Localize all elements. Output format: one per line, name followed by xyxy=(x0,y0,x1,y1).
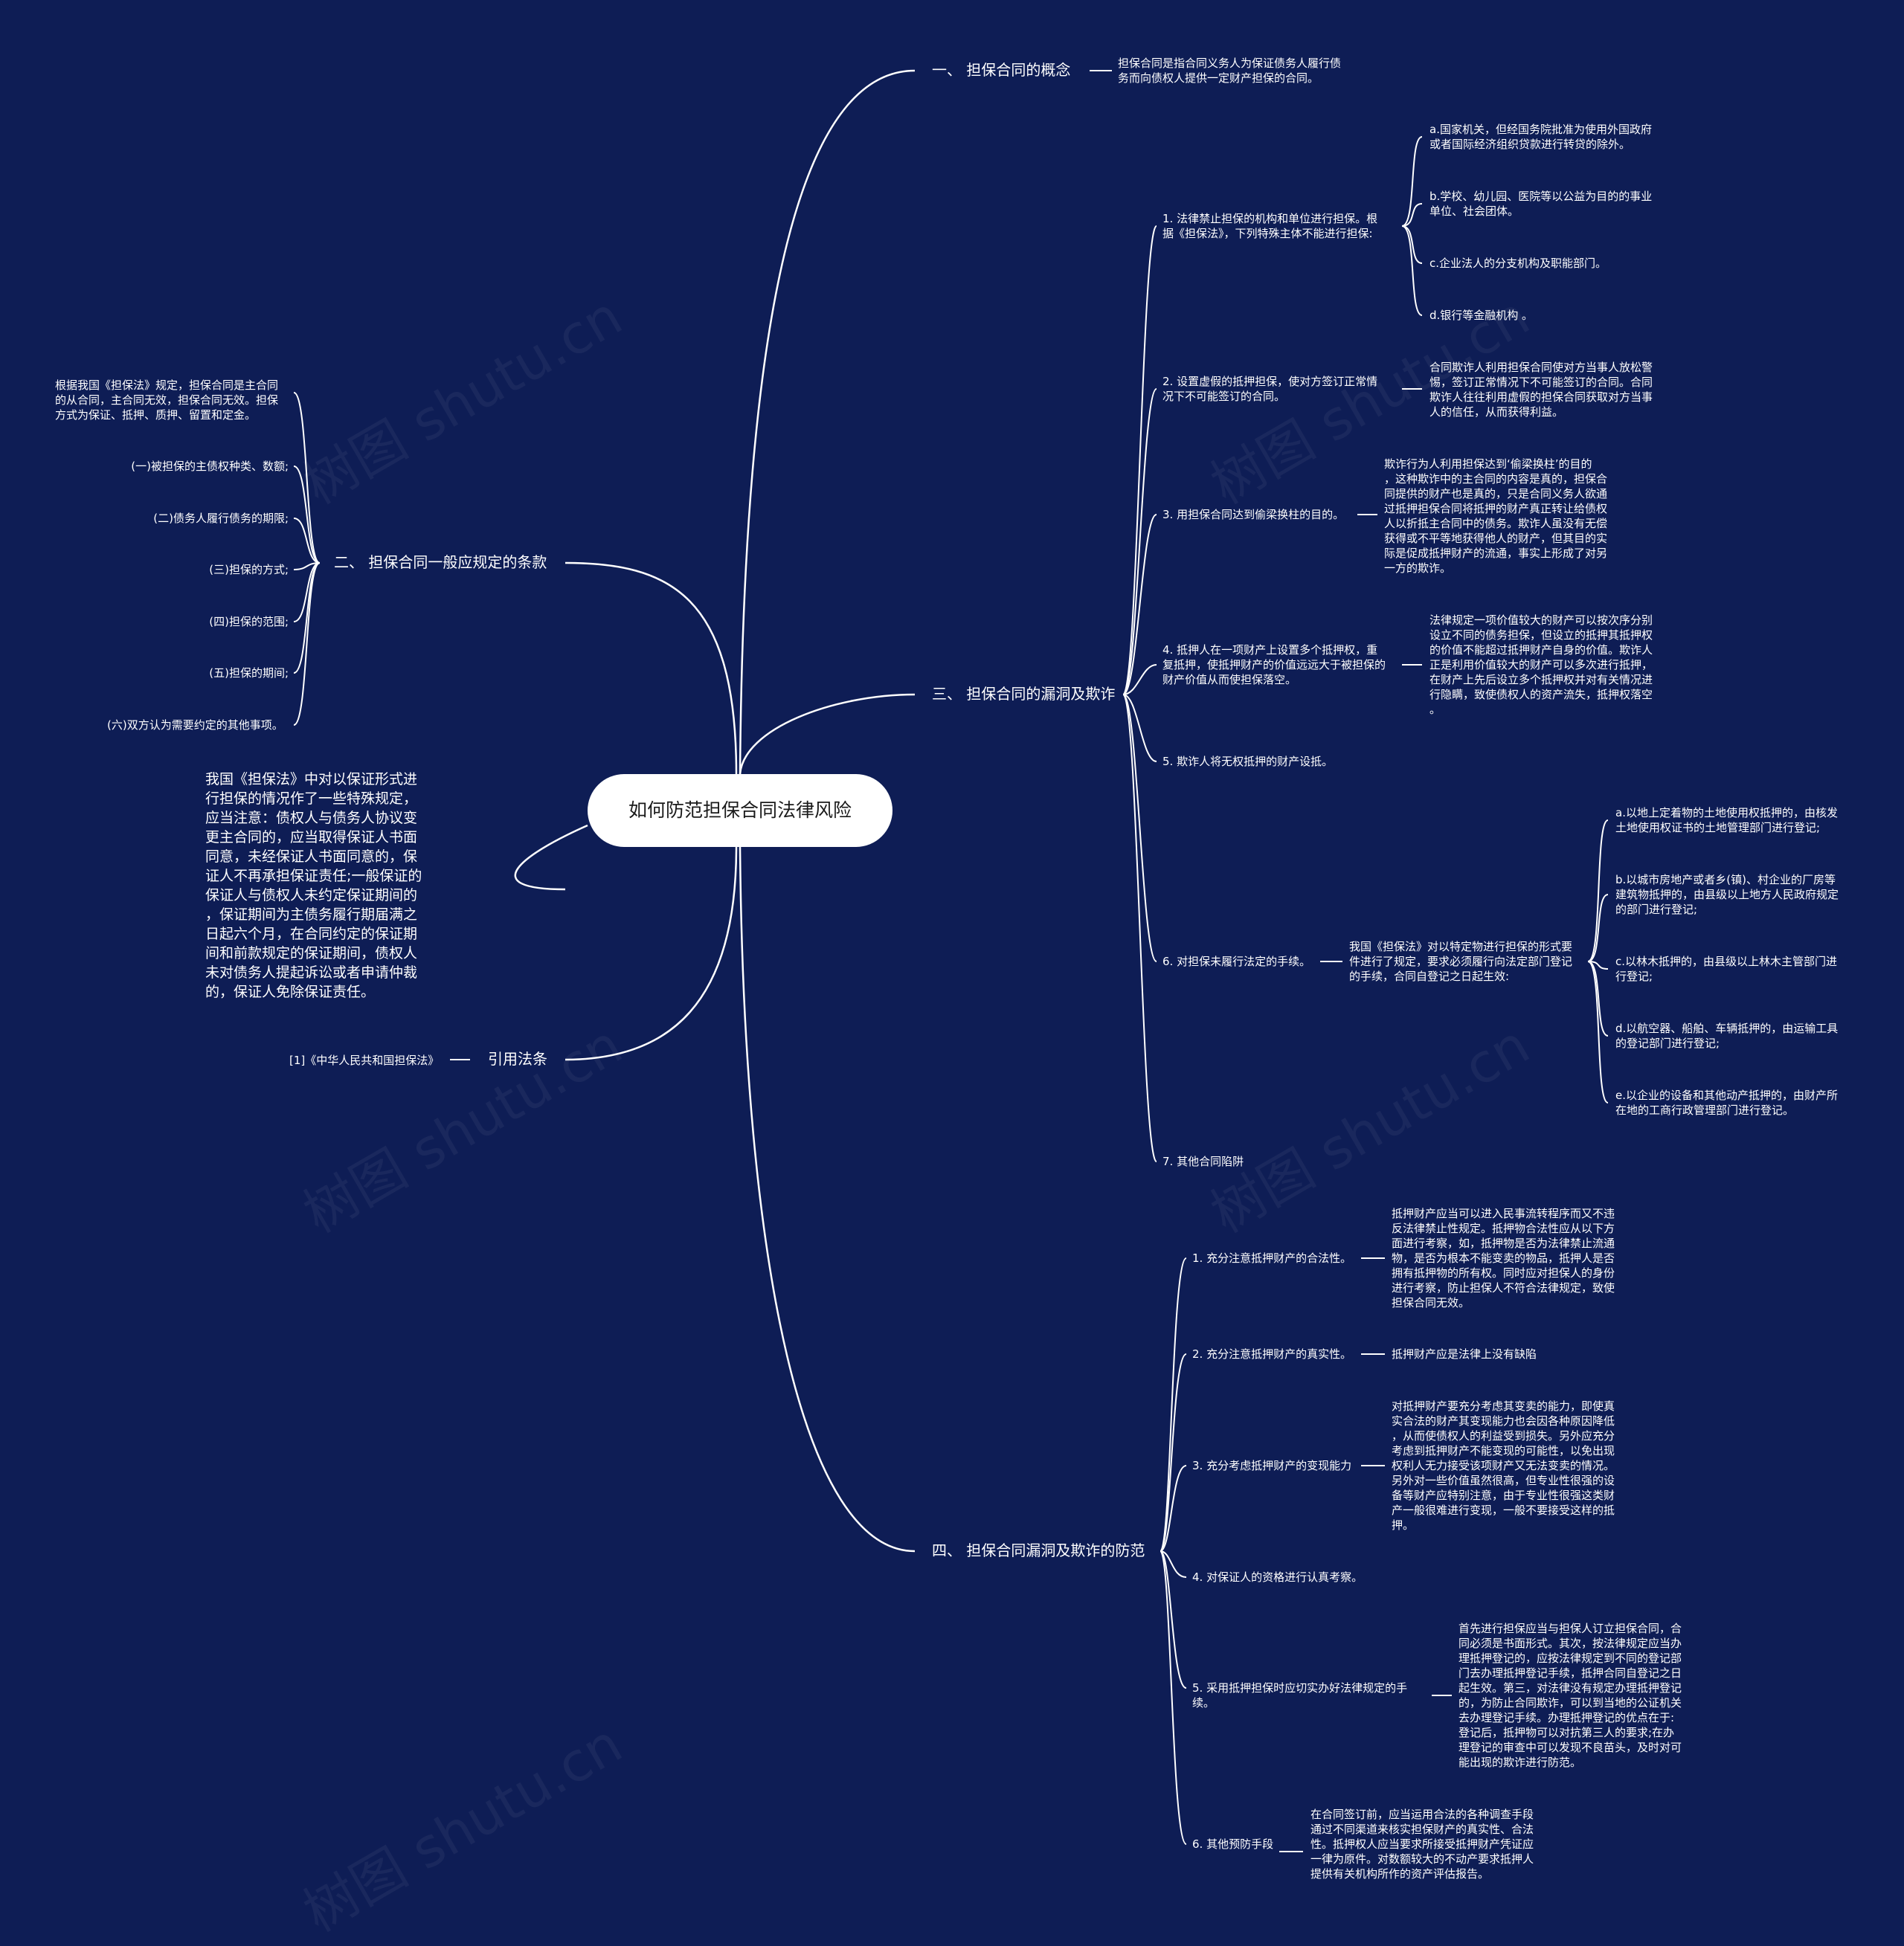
connector-line xyxy=(1160,1550,1187,1689)
loophole-6-item: a.以地上定着物的土地使用权抵押的，由核发 土地使用权证书的土地管理部门进行登记… xyxy=(1615,806,1838,834)
clause-item: (一)被担保的主债权种类、数额; xyxy=(131,460,289,473)
connector-line xyxy=(293,562,321,674)
connector-line xyxy=(1122,514,1157,695)
prevention-5-desc: 首先进行担保应当与担保人订立担保合同，合 同必须是书面形式。其次，按法律规定应当… xyxy=(1458,1622,1682,1769)
concept-desc: 担保合同是指合同义务人为保证债务人履行债 务而向债权人提供一定财产担保的合同。 xyxy=(1118,57,1342,85)
prevention-3[interactable]: 3. 充分考虑抵押财产的变现能力 xyxy=(1192,1459,1352,1472)
cited-law-item: [1]《中华人民共和国担保法》 xyxy=(289,1054,440,1067)
clause-item: (四)担保的范围; xyxy=(209,615,289,628)
branch-loopholes[interactable]: 三、 担保合同的漏洞及欺诈 xyxy=(932,685,1116,703)
loophole-6-item: d.以航空器、船舶、车辆抵押的，由运输工具 的登记部门进行登记; xyxy=(1615,1022,1839,1050)
connector-line xyxy=(1122,388,1157,695)
loophole-1-item: c.企业法人的分支机构及职能部门。 xyxy=(1429,257,1607,270)
prevention-5[interactable]: 5. 采用抵押担保时应切实办好法律规定的手 续。 xyxy=(1192,1681,1408,1710)
connector-line xyxy=(1587,819,1609,962)
loophole-6-item: c.以林木抵押的，由县级以上林木主管部门进 行登记; xyxy=(1615,955,1838,983)
connector-line xyxy=(1401,225,1423,316)
root-title: 如何防范担保合同法律风险 xyxy=(628,799,852,821)
connector-line xyxy=(1401,136,1423,227)
connector-line xyxy=(293,562,321,726)
connector-line xyxy=(1122,225,1157,695)
prevention-1[interactable]: 1. 充分注意抵押财产的合法性。 xyxy=(1192,1251,1352,1265)
loophole-7[interactable]: 7. 其他合同陷阱 xyxy=(1162,1155,1244,1168)
loophole-1-item: d.银行等金融机构 。 xyxy=(1429,309,1534,322)
connector-line xyxy=(1122,694,1157,962)
prevention-6[interactable]: 6. 其他预防手段 xyxy=(1192,1837,1274,1851)
connector-line xyxy=(739,69,916,775)
connector-line xyxy=(293,562,321,622)
connector-line xyxy=(1160,1550,1187,1845)
connector-line xyxy=(1160,1550,1187,1578)
loophole-3[interactable]: 3. 用担保合同达到偷梁换柱的目的。 xyxy=(1162,508,1345,521)
connector-line xyxy=(1587,894,1609,962)
connector-line xyxy=(1122,694,1157,1162)
loophole-5[interactable]: 5. 欺诈人将无权抵押的财产设抵。 xyxy=(1162,755,1334,768)
loophole-2-desc: 合同欺诈人利用担保合同使对方当事人放松警 惕，签订正常情况下不可能签订的合同。合… xyxy=(1429,361,1653,419)
branch-cited-law[interactable]: 引用法条 xyxy=(488,1050,547,1068)
connector-line xyxy=(293,518,321,564)
prevention-3-desc: 对抵押财产要充分考虑其变卖的能力，即使真 实合法的财产其变现能力也会因各种原因降… xyxy=(1392,1399,1615,1532)
prevention-2[interactable]: 2. 充分注意抵押财产的真实性。 xyxy=(1192,1347,1352,1361)
clause-item: (六)双方认为需要约定的其他事项。 xyxy=(107,718,283,732)
prevention-4[interactable]: 4. 对保证人的资格进行认真考察。 xyxy=(1192,1570,1363,1584)
connector-line xyxy=(514,824,588,891)
loophole-3-desc: 欺诈行为人利用担保达到‘偷梁换柱’的目的 ，这种欺诈中的主合同的内容是真的，担保… xyxy=(1384,457,1608,575)
connector-line xyxy=(1587,961,1609,970)
connector-line xyxy=(1160,1465,1187,1552)
loophole-6[interactable]: 6. 对担保未履行法定的手续。 xyxy=(1162,955,1311,968)
connector-line xyxy=(739,693,916,775)
branch-concept[interactable]: 一、 担保合同的概念 xyxy=(932,61,1071,79)
loophole-1-item: a.国家机关，但经国务院批准为使用外国政府 或者国际经济组织贷款进行转贷的除外。 xyxy=(1429,123,1652,151)
clause-item: 根据我国《担保法》规定，担保合同是主合同 的从合同，主合同无效，担保合同无效。担… xyxy=(55,378,279,422)
loophole-4-desc: 法律规定一项价值较大的财产可以按次序分别 设立不同的债务担保，但设立的抵押其抵押… xyxy=(1429,613,1653,716)
guarantee-rules-text[interactable]: 我国《担保法》中对以保证形式进 行担保的情况作了一些特殊规定， 应当注意：债权人… xyxy=(205,771,422,1000)
loophole-1-item: b.学校、幼儿园、医院等以公益为目的的事业 单位、社会团体。 xyxy=(1429,190,1653,218)
loophole-6-mid[interactable]: 我国《担保法》对以特定物进行担保的形式要 件进行了规定，要求必须履行向法定部门登… xyxy=(1349,940,1573,983)
loophole-6-item: b.以城市房地产或者乡(镇)、村企业的厂房等 建筑物抵押的，由县级以上地方人民政… xyxy=(1615,873,1839,916)
prevention-1-desc: 抵押财产应当可以进入民事流转程序而又不违 反法律禁止性规定。抵押物合法性应从以下… xyxy=(1392,1207,1615,1309)
loophole-1[interactable]: 1. 法律禁止担保的机构和单位进行担保。根 据《担保法》，下列特殊主体不能进行担… xyxy=(1162,212,1378,240)
connector-line xyxy=(293,465,321,564)
branch-prevention[interactable]: 四、 担保合同漏洞及欺诈的防范 xyxy=(932,1541,1145,1559)
clause-item: (二)债务人履行债务的期限; xyxy=(153,512,289,525)
connector-line xyxy=(1401,203,1423,227)
prevention-2-desc: 抵押财产应是法律上没有缺陷 xyxy=(1392,1347,1537,1361)
connector-line xyxy=(1587,961,1609,1104)
branch-clauses[interactable]: 二、 担保合同一般应规定的条款 xyxy=(334,553,547,571)
connector-line xyxy=(1160,1257,1187,1552)
connector-line xyxy=(1160,1353,1187,1552)
connector-line xyxy=(1122,664,1157,695)
loophole-2[interactable]: 2. 设置虚假的抵押担保，使对方签订正常情 况下不可能签订的合同。 xyxy=(1162,375,1378,403)
clause-item: (五)担保的期间; xyxy=(209,666,289,680)
connector-line xyxy=(565,561,738,775)
connector-line xyxy=(293,392,321,564)
prevention-6-desc: 在合同签订前，应当运用合法的各种调查手段 通过不同渠道来核实担保财产的真实性、合… xyxy=(1310,1808,1534,1881)
loophole-4[interactable]: 4. 抵押人在一项财产上设置多个抵押权，重 复抵押，使抵押财产的价值远远大于被担… xyxy=(1162,643,1386,686)
connector-line xyxy=(1401,225,1423,264)
connector-line xyxy=(739,846,916,1553)
connector-line xyxy=(565,846,738,1061)
clause-item: (三)担保的方式; xyxy=(209,563,289,576)
root-node[interactable]: 如何防范担保合同法律风险 xyxy=(588,774,892,847)
connector-line xyxy=(1122,694,1157,762)
loophole-6-item: e.以企业的设备和其他动产抵押的，由财产所 在地的工商行政管理部门进行登记。 xyxy=(1615,1089,1838,1117)
connector-line xyxy=(1587,961,1609,1037)
